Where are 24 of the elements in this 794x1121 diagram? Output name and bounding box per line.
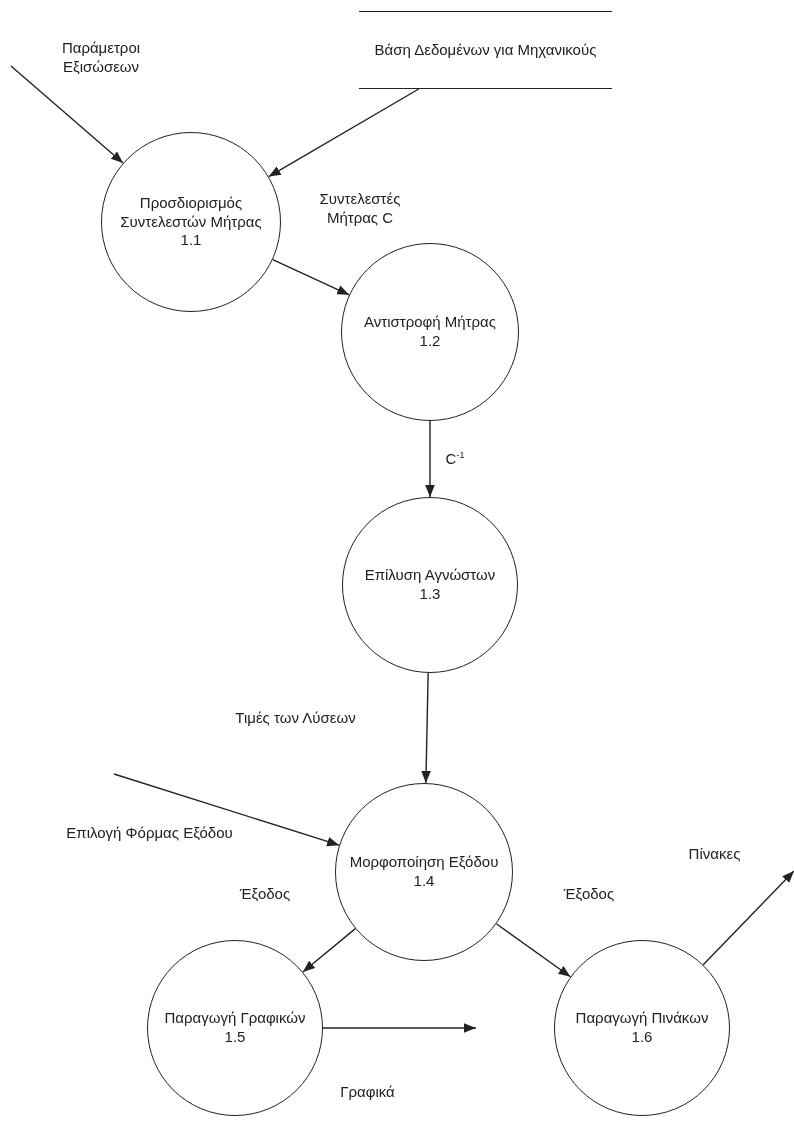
arrow <box>113 773 340 847</box>
arrow <box>268 88 420 178</box>
process-number: 1.5 <box>224 1028 246 1047</box>
arrow <box>272 258 350 296</box>
process-name: Παραγωγή Πινάκων <box>575 1009 709 1028</box>
process-number: 1.2 <box>419 332 441 351</box>
process-number: 1.1 <box>180 231 202 251</box>
process-name: Αντιστροφή Μήτρας <box>364 313 496 332</box>
arrow <box>10 65 124 164</box>
arrow <box>425 420 435 498</box>
process-name: Προσδιορισμός Συντελεστών Μήτρας <box>119 193 263 232</box>
process-number: 1.3 <box>419 585 441 604</box>
arrow <box>302 927 357 973</box>
process-number: 1.4 <box>413 872 435 891</box>
arrow <box>702 870 794 966</box>
data-store <box>359 11 612 89</box>
arrow <box>322 1023 477 1033</box>
process-name: Μορφοποίηση Εξόδου <box>349 853 499 872</box>
arrow <box>421 672 431 784</box>
process-name: Επίλυση Αγνώστων <box>364 566 496 585</box>
process-name: Βάση Δεδομένων για Μηχανικούς <box>374 40 597 60</box>
arrow <box>495 923 572 978</box>
process-number: 1.6 <box>631 1028 653 1047</box>
process-name: Παραγωγή Γραφικών <box>164 1009 306 1028</box>
